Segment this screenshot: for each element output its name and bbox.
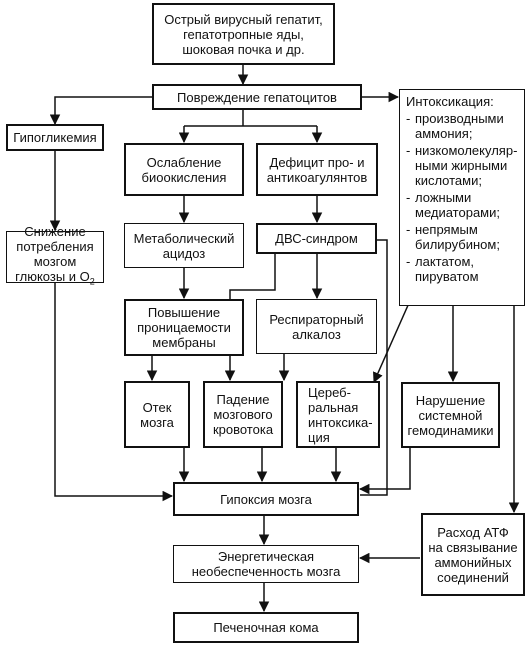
node-etiology: Острый вирусный гепатит, гепатотропные я… (152, 3, 335, 65)
arrow-glucose-hypoxia (54, 283, 174, 502)
arrow-intox-cerebral (373, 302, 410, 383)
node-atp-consumption: Расход АТФ на связывание аммонийных соед… (421, 513, 525, 596)
intoxication-item: низкомолекуляр- ными жирными кислотами; (406, 143, 518, 188)
intoxication-item: ложными медиаторами; (406, 190, 518, 220)
intoxication-title: Интоксикация: (406, 94, 494, 109)
node-hypoglycemia: Гипогликемия (6, 124, 104, 151)
arrow-hemodynamics-hypoxia (358, 448, 411, 495)
node-glucose-decrease: Снижение потребления мозгом глюкозы и O2 (6, 224, 104, 287)
node-respiratory-alkalosis: Респираторный алкалоз (256, 299, 377, 354)
node-energy-deficit: Энергетическая необеспеченность мозга (173, 545, 359, 583)
node-brain-hypoxia: Гипоксия мозга (173, 482, 359, 516)
node-anticoagulant-deficit: Дефицит про- и антикоагулянтов (256, 143, 378, 196)
node-brain-edema: Отек мозга (124, 381, 190, 448)
arrow-dic-cerebral (360, 239, 388, 496)
arrow-damage-hypoglycemia (49, 96, 152, 126)
glucose-text: Снижение потребления мозгом глюкозы и O (15, 224, 94, 285)
node-weakened-oxidation: Ослабление биоокисления (124, 143, 244, 196)
node-cerebral-intoxication: Цереб- ральная интоксика- ция (296, 381, 380, 448)
node-dic-syndrome: ДВС-синдром (256, 223, 377, 254)
node-intoxication: Интоксикация: производными аммония; низк… (399, 89, 525, 306)
intoxication-list: производными аммония; низкомолекуляр- ны… (406, 111, 518, 284)
node-metabolic-acidosis: Метаболический ацидоз (124, 223, 244, 268)
node-hepatic-coma: Печеночная кома (173, 612, 359, 643)
node-hepatocyte-damage: Повреждение гепатоцитов (152, 84, 362, 110)
intoxication-item: непрямым билирубином; (406, 222, 518, 252)
intoxication-item: производными аммония; (406, 111, 518, 141)
node-membrane-permeability: Повышение проницаемости мембраны (124, 299, 244, 356)
intoxication-item: лактатом, пируватом (406, 254, 518, 284)
o2-subscript: 2 (89, 276, 95, 287)
node-blood-flow-drop: Падение мозгового кровотока (203, 381, 283, 448)
node-hemodynamics-disorder: Нарушение системной гемодинамики (401, 382, 500, 448)
